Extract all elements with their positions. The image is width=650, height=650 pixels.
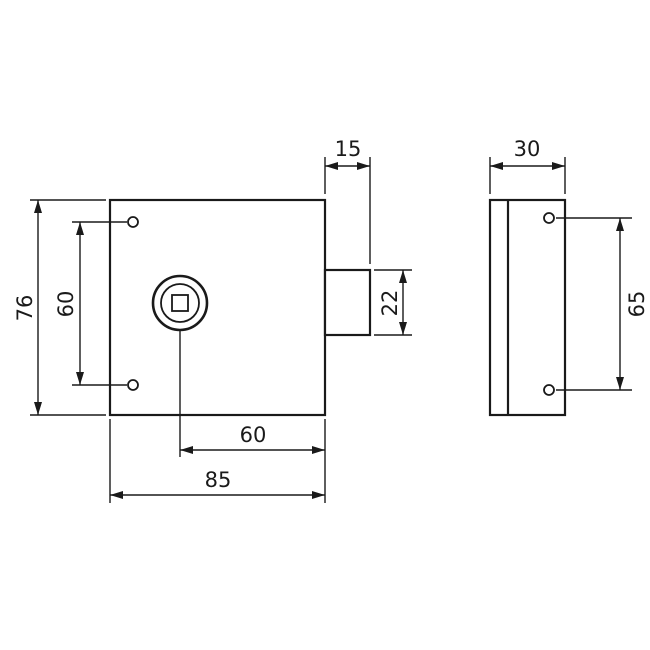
dim-label-body-height: 76 xyxy=(13,295,37,322)
arrowhead-top xyxy=(34,200,42,213)
dim-label-side-depth: 30 xyxy=(514,137,541,161)
dim-label-side-hole-spacing: 65 xyxy=(625,291,649,318)
dim-body-height: 76 xyxy=(13,199,106,416)
dim-body-width: 85 xyxy=(109,419,326,503)
arrowhead-right xyxy=(312,446,325,454)
dim-front-hole-spacing: 60 xyxy=(54,221,127,386)
dim-latch-height: 22 xyxy=(374,269,412,336)
dim-label-front-hole-spacing: 60 xyxy=(54,291,78,318)
dim-side-depth: 30 xyxy=(489,137,566,194)
front-view xyxy=(108,198,372,417)
arrowhead-left xyxy=(110,491,123,499)
arrowhead-top xyxy=(76,222,84,235)
dim-latch-protrusion: 15 xyxy=(324,137,371,264)
dim-spindle-to-edge: 60 xyxy=(179,331,325,457)
arrowhead-bottom xyxy=(399,322,407,335)
arrowhead-right xyxy=(312,491,325,499)
dim-label-body-width: 85 xyxy=(205,468,232,492)
lock-body-outline xyxy=(108,198,327,417)
latch-bolt xyxy=(323,268,372,337)
arrowhead-bottom xyxy=(34,402,42,415)
screw-hole-side-bottom xyxy=(543,384,555,396)
arrowhead-right xyxy=(357,162,370,170)
dim-label-spindle-to-edge: 60 xyxy=(240,423,267,447)
arrowhead-bottom xyxy=(76,372,84,385)
arrowhead-bottom xyxy=(616,377,624,390)
arrowhead-right xyxy=(552,162,565,170)
arrowhead-left xyxy=(325,162,338,170)
screw-hole-front-top xyxy=(127,216,139,228)
spindle-square-hole xyxy=(171,294,189,312)
screw-hole-front-bottom xyxy=(127,379,139,391)
arrowhead-top xyxy=(616,218,624,231)
side-view xyxy=(488,198,567,417)
side-body-outline xyxy=(488,198,567,417)
dim-side-hole-spacing: 65 xyxy=(556,217,649,391)
dim-label-latch-protrusion: 15 xyxy=(335,137,362,161)
arrowhead-top xyxy=(399,270,407,283)
arrowhead-left xyxy=(490,162,503,170)
arrowhead-left xyxy=(180,446,193,454)
screw-hole-side-top xyxy=(543,212,555,224)
dim-label-latch-height: 22 xyxy=(378,290,402,317)
